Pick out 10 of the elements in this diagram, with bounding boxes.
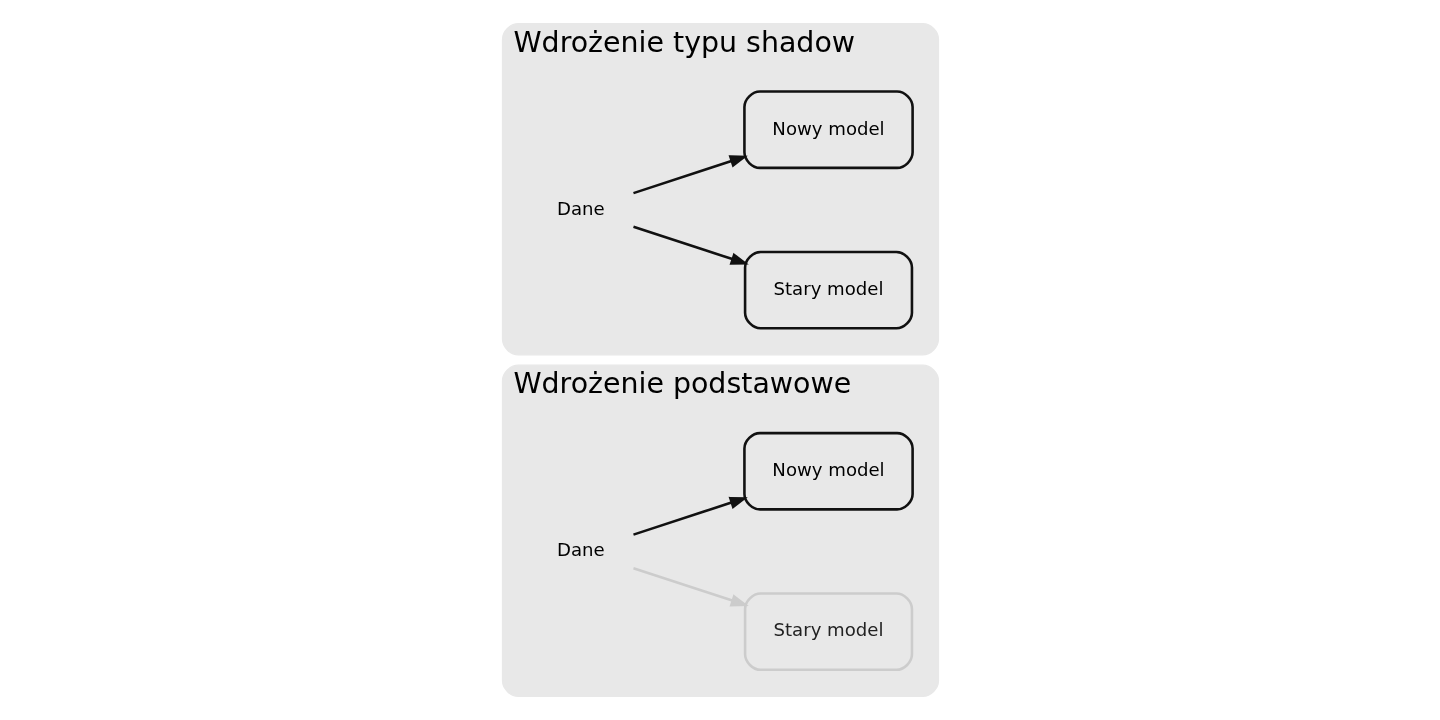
arrow [632, 225, 749, 265]
node-box: Nowy model [742, 90, 914, 170]
arrow [632, 155, 748, 195]
arrow [632, 496, 748, 536]
node-text: Dane [556, 197, 605, 219]
node-text: Dane [556, 539, 605, 561]
node-box: Nowy model [742, 431, 914, 511]
node-box: Stary model [743, 592, 913, 672]
node-box: Stary model [743, 250, 913, 330]
arrow [632, 567, 749, 607]
